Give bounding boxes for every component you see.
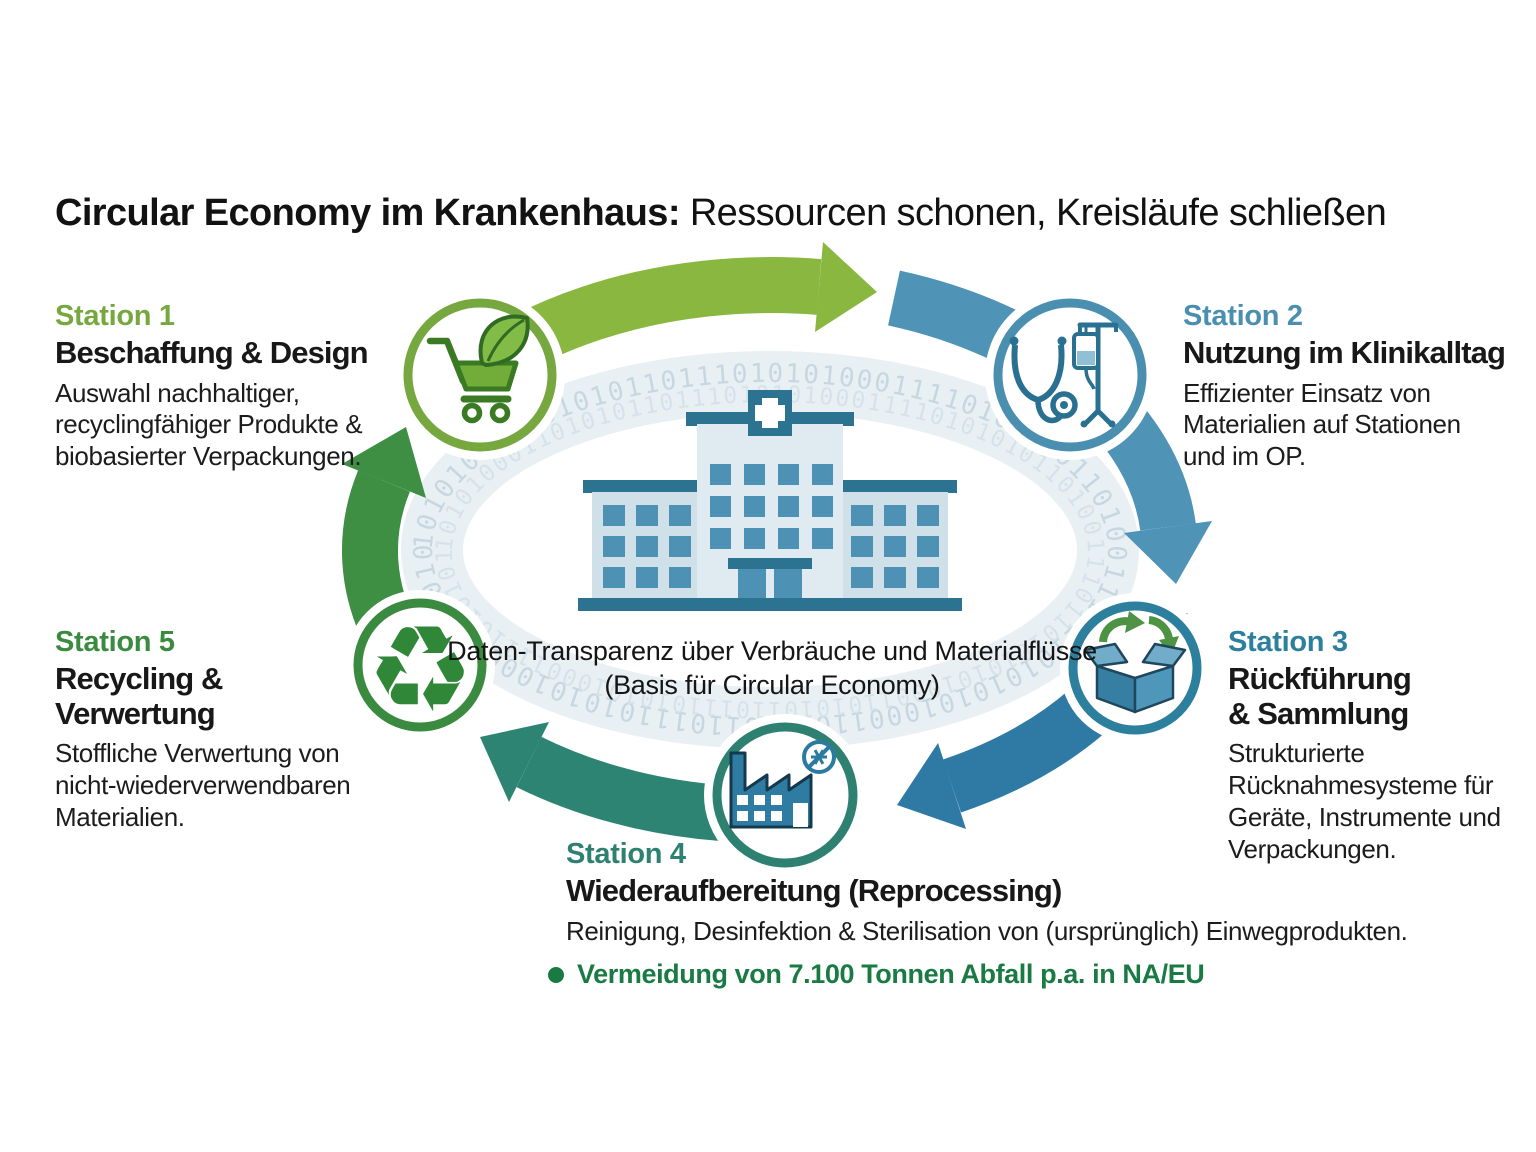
station-5-body: Stoffliche Verwertung von nicht-wiederve…	[55, 738, 351, 832]
page-title-regular: Ressourcen schonen, Kreisläufe schließen	[679, 192, 1387, 234]
cycle-arrow-s4-s5	[516, 736, 724, 841]
station-3-body: Strukturierte Rücknahmesysteme für Gerät…	[1228, 738, 1501, 864]
station-5-badge: ♻	[345, 590, 495, 740]
station-2-label: Station 2	[1183, 300, 1303, 332]
station-4-heading: Wiederaufbereitung (Reprocessing)	[566, 873, 1062, 908]
station-5-block: Station 5 Recycling & Verwertung Stoffli…	[55, 626, 400, 834]
center-caption-line1: Daten-Transparenz über Verbräuche und Ma…	[447, 636, 1097, 666]
station-4-block: Station 4 Wiederaufbereitung (Reprocessi…	[548, 838, 1508, 990]
station-5-heading: Recycling & Verwertung	[55, 661, 223, 731]
cycle-arrowhead-s1-s2	[815, 242, 877, 332]
station-4-bullet-text: Vermeidung von 7.100 Tonnen Abfall p.a. …	[577, 959, 1205, 990]
open-box-return-icon	[1083, 611, 1187, 714]
station-1-block: Station 1 Beschaffung & Design Auswahl n…	[55, 300, 400, 473]
reprocessing-factory-icon	[729, 740, 836, 829]
station-3-heading: Rückführung & Sammlung	[1228, 661, 1412, 731]
station-4-label: Station 4	[566, 838, 686, 870]
page-title: Circular Economy im Krankenhaus: Ressour…	[55, 192, 1387, 235]
station-5-label: Station 5	[55, 626, 175, 658]
station-1-label: Station 1	[55, 300, 175, 332]
page-title-bold: Circular Economy im Krankenhaus:	[55, 192, 680, 234]
station-3-label: Station 3	[1228, 626, 1348, 658]
station-4-badge	[704, 714, 866, 876]
cycle-arrowhead-s5-s1	[342, 427, 426, 498]
station-2-body: Effizienter Einsatz von Materialien auf …	[1183, 377, 1461, 472]
stethoscope-iv-icon	[1009, 322, 1119, 428]
cycle-arrowhead-s4-s5	[480, 722, 549, 802]
station-1-body: Auswahl nachhaltiger, recyclingfähiger P…	[55, 377, 363, 472]
station-2-block: Station 2 Nutzung im Klinikalltag Effizi…	[1183, 300, 1533, 473]
binary-ring-band	[401, 351, 1140, 749]
cycle-arrowhead-s2-s3	[1124, 521, 1212, 584]
station-3-badge	[1060, 593, 1210, 743]
station-4-bullet-row: Vermeidung von 7.100 Tonnen Abfall p.a. …	[548, 959, 1508, 990]
cycle-arrowhead-s3-s4	[897, 743, 966, 829]
station-1-heading: Beschaffung & Design	[55, 335, 369, 370]
cart-leaf-icon	[426, 314, 530, 424]
station-2-heading: Nutzung im Klinikalltag	[1183, 335, 1506, 370]
station-1-badge	[395, 290, 565, 460]
center-caption-line2: (Basis für Circular Economy)	[604, 670, 940, 700]
bullet-dot-icon	[548, 966, 564, 983]
station-2-badge	[985, 290, 1155, 460]
hospital-building-icon	[578, 390, 962, 611]
station-3-block: Station 3 Rückführung & Sammlung Struktu…	[1228, 626, 1533, 865]
recycling-arrows-icon: ♻	[366, 601, 474, 740]
station-4-body: Reinigung, Desinfektion & Sterilisation …	[566, 915, 1408, 946]
